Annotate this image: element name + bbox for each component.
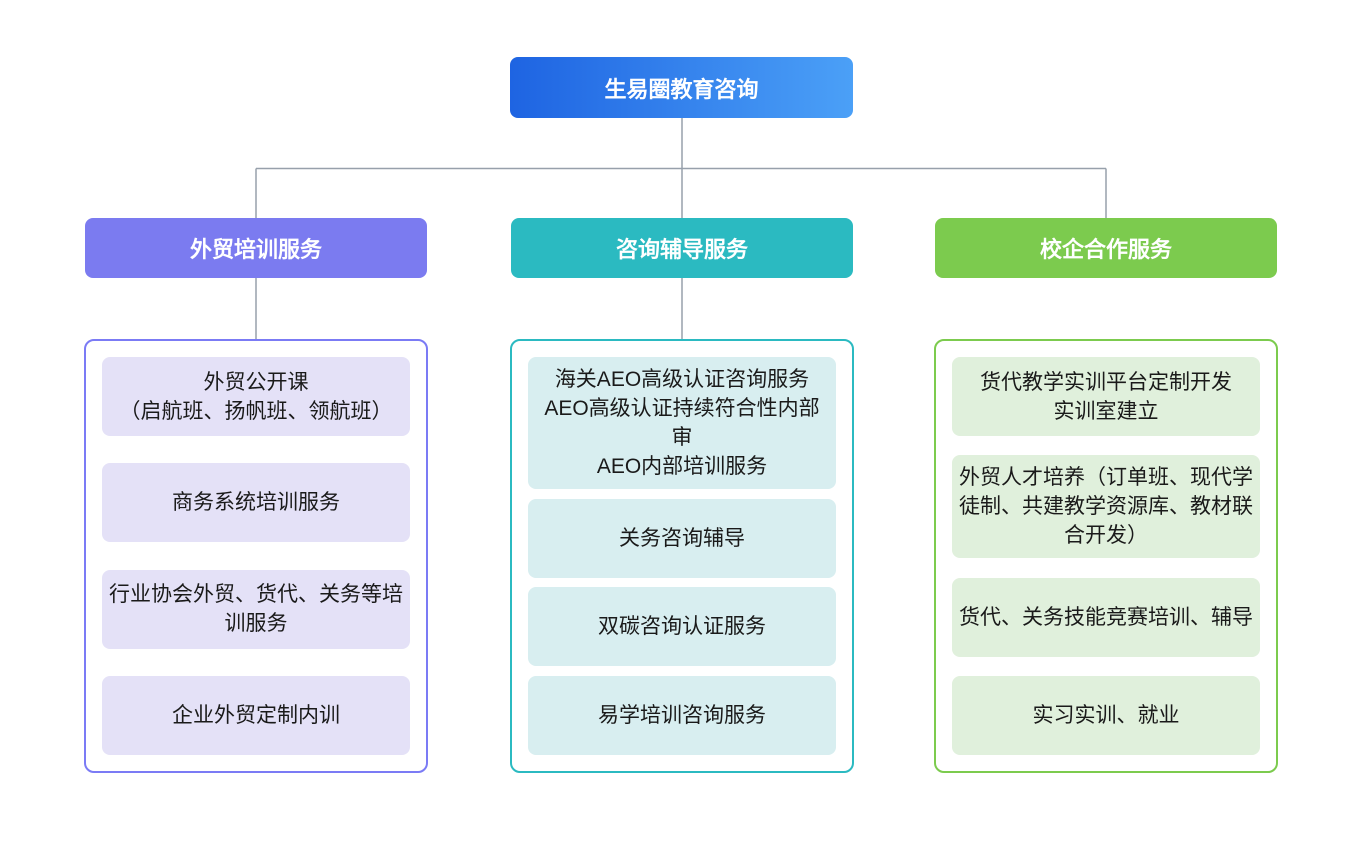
branch-header-label: 咨询辅导服务 [615,237,748,262]
service-item: 行业协会外贸、货代、关务等培训服务 [102,569,410,649]
service-item-label: 实习实训、就业 [1032,703,1180,727]
service-item-label: 海关AEO高级认证咨询服务 AEO高级认证持续符合性内部审 AEO内部培训服务 [544,368,820,478]
branch-panel-school-enterprise-cooperation: 货代教学实训平台定制开发 实训室建立 外贸人才培养（订单班、现代学徒制、共建教学… [934,339,1278,773]
root-node-label: 生易圈教育咨询 [604,76,759,102]
service-item: 双碳咨询认证服务 [528,587,836,667]
service-item: 海关AEO高级认证咨询服务 AEO高级认证持续符合性内部审 AEO内部培训服务 [528,357,836,489]
branch-header-consulting-coaching: 咨询辅导服务 [511,218,853,278]
service-item: 商务系统培训服务 [102,463,410,543]
service-item-label: 商务系统培训服务 [172,491,340,515]
service-item-label: 外贸公开课 （启航班、扬帆班、领航班） [119,370,393,423]
root-node: 生易圈教育咨询 [510,57,853,118]
service-item: 企业外贸定制内训 [102,675,410,755]
service-item-label: 关务咨询辅导 [619,526,745,550]
service-item-label: 外贸人才培养（订单班、现代学徒制、共建教学资源库、教材联合开发） [959,466,1253,548]
service-item-label: 企业外贸定制内训 [172,703,340,727]
branch-header-label: 校企合作服务 [1039,237,1172,262]
service-item-label: 货代、关务技能竞赛培训、辅导 [959,605,1253,629]
branch-panel-foreign-trade-training: 外贸公开课 （启航班、扬帆班、领航班） 商务系统培训服务 行业协会外贸、货代、关… [84,339,428,773]
service-item: 货代、关务技能竞赛培训、辅导 [952,577,1260,657]
service-item-label: 易学培训咨询服务 [598,703,766,727]
service-item: 货代教学实训平台定制开发 实训室建立 [952,357,1260,436]
service-item-label: 货代教学实训平台定制开发 实训室建立 [980,370,1232,423]
service-item: 实习实训、就业 [952,675,1260,755]
service-item-label: 行业协会外贸、货代、关务等培训服务 [109,583,403,636]
branch-panel-consulting-coaching: 海关AEO高级认证咨询服务 AEO高级认证持续符合性内部审 AEO内部培训服务 … [510,339,854,773]
branch-header-label: 外贸培训服务 [189,237,322,262]
service-item: 外贸人才培养（订单班、现代学徒制、共建教学资源库、教材联合开发） [952,455,1260,559]
service-item: 外贸公开课 （启航班、扬帆班、领航班） [102,357,410,436]
service-item: 易学培训咨询服务 [528,675,836,755]
service-item: 关务咨询辅导 [528,498,836,578]
branch-header-school-enterprise-cooperation: 校企合作服务 [935,218,1277,278]
service-item-label: 双碳咨询认证服务 [598,615,766,639]
branch-header-foreign-trade-training: 外贸培训服务 [85,218,427,278]
